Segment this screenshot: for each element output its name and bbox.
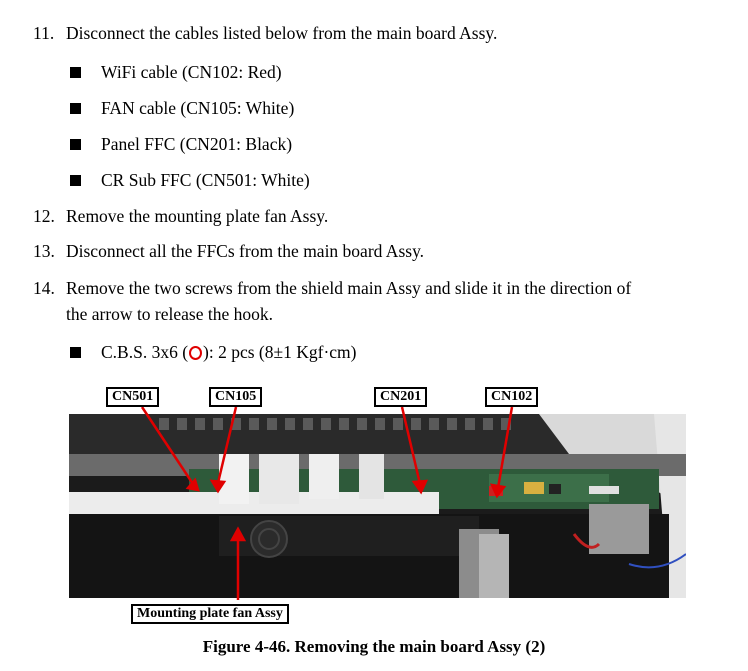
bullet-icon [70, 139, 81, 150]
label-cn102: CN102 [485, 387, 539, 407]
step-11-number: 11. [33, 23, 55, 43]
step-11-text: Disconnect the cables listed below from … [66, 23, 498, 43]
screw-circle-icon [189, 346, 203, 360]
main-board-photo-drawing [69, 414, 686, 598]
cable-item-cr-sub-ffc: CR Sub FFC (CN501: White) [101, 170, 310, 190]
step-14-text-line1: Remove the two screws from the shield ma… [66, 278, 632, 298]
bullet-icon [70, 103, 81, 114]
screw-spec-prefix: C.B.S. 3x6 ( [101, 342, 189, 362]
cable-item-wifi: WiFi cable (CN102: Red) [101, 62, 282, 82]
screw-spec: C.B.S. 3x6 ( ): 2 pcs (8±1 Kgf·cm) [101, 341, 356, 363]
step-12-number: 12. [33, 206, 55, 226]
label-cn201: CN201 [374, 387, 428, 407]
label-cn501: CN501 [106, 387, 160, 407]
bullet-icon [70, 347, 81, 358]
step-13-text: Disconnect all the FFCs from the main bo… [66, 241, 425, 261]
figure-caption: Figure 4-46. Removing the main board Ass… [202, 637, 546, 656]
step-12-text: Remove the mounting plate fan Assy. [66, 206, 329, 226]
screw-spec-suffix: ): 2 pcs (8±1 Kgf·cm) [203, 342, 357, 362]
step-14-text-line2: the arrow to release the hook. [66, 304, 274, 324]
label-mounting-plate-fan: Mounting plate fan Assy [131, 604, 289, 624]
main-board-photo [69, 414, 686, 598]
label-cn105: CN105 [209, 387, 263, 407]
bullet-icon [70, 175, 81, 186]
cable-item-panel-ffc: Panel FFC (CN201: Black) [101, 134, 293, 154]
step-14-number: 14. [33, 278, 55, 298]
step-13-number: 13. [33, 241, 55, 261]
bullet-icon [70, 67, 81, 78]
cable-item-fan: FAN cable (CN105: White) [101, 98, 295, 118]
